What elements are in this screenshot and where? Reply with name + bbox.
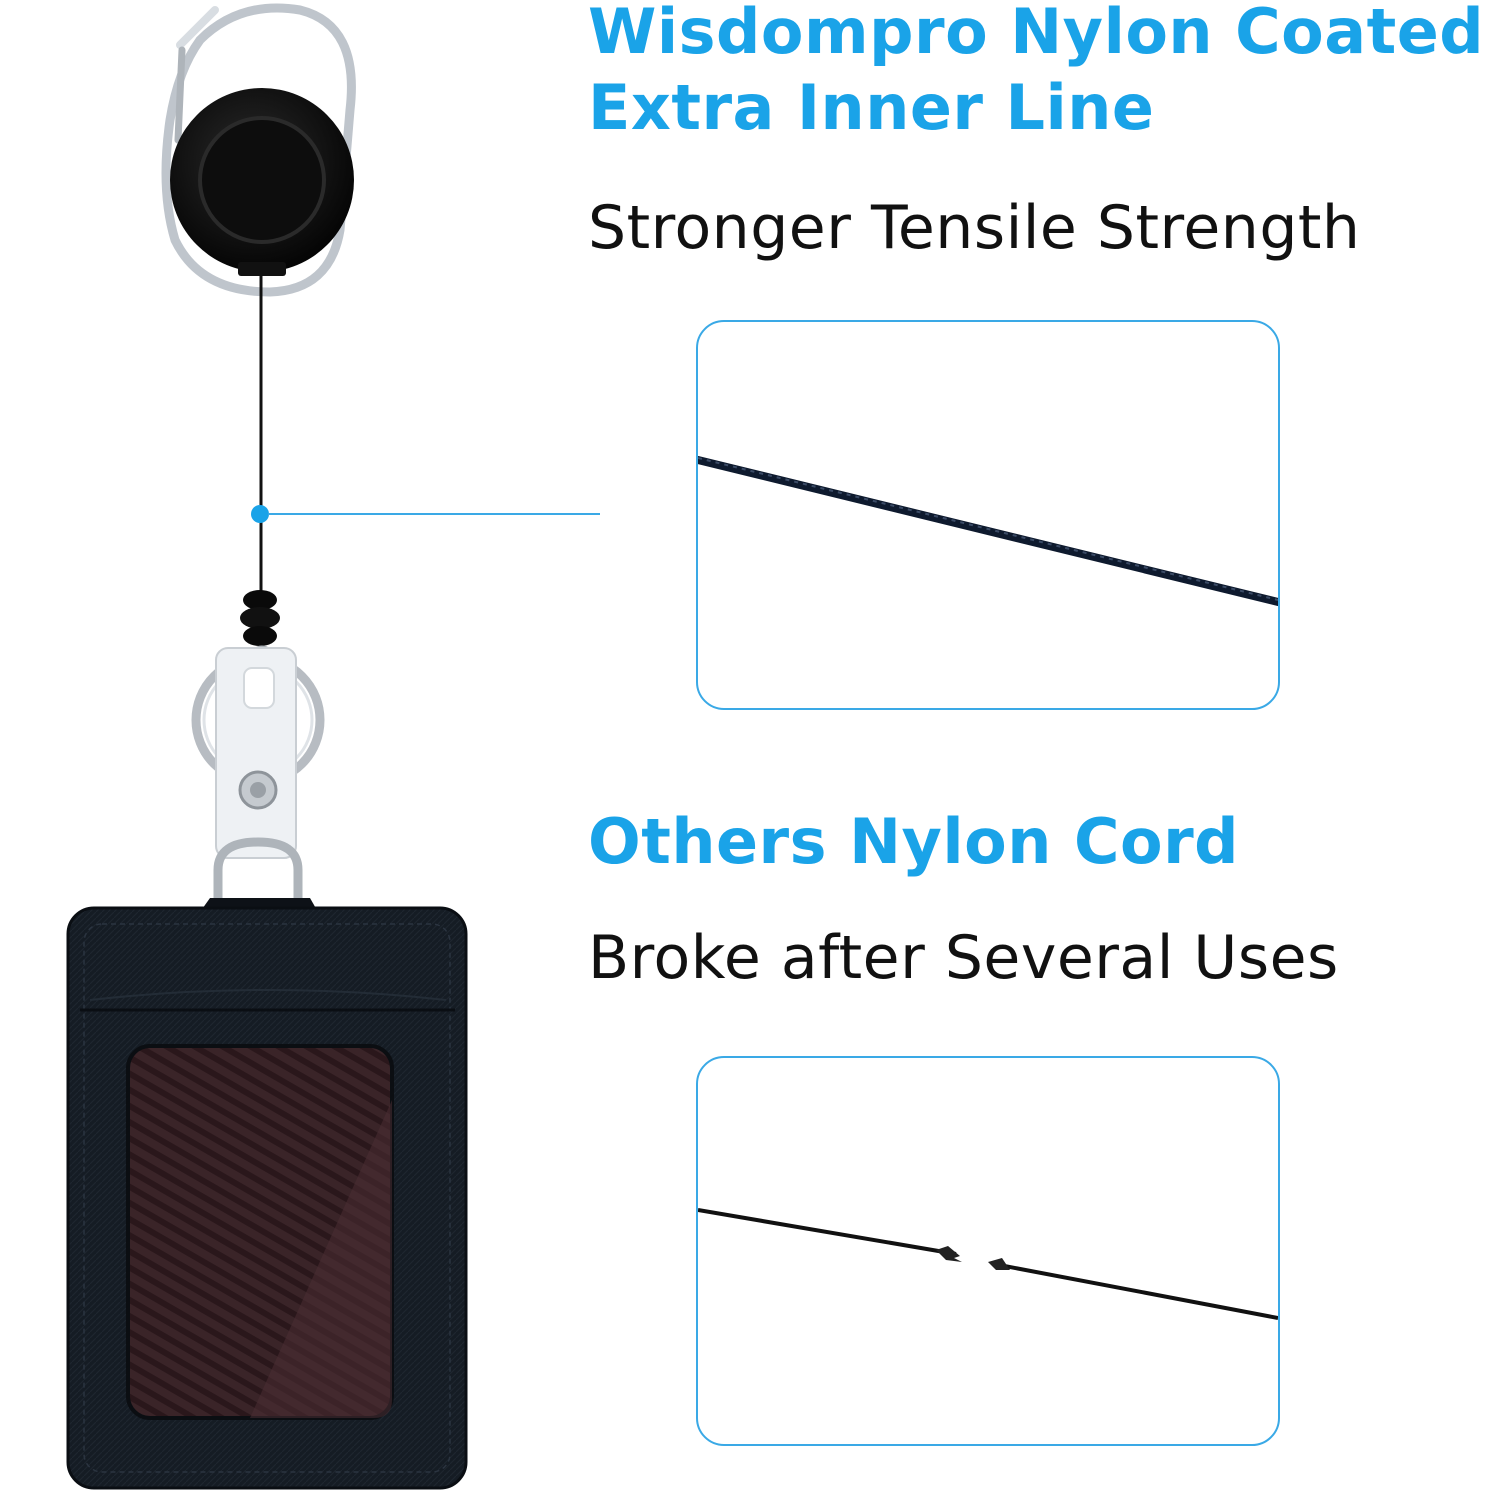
subheading-top: Stronger Tensile Strength [588, 193, 1361, 263]
product-illustration [66, 3, 600, 1490]
heading-top: Wisdompro Nylon Coated Extra Inner Line [588, 0, 1488, 146]
heading-top-line1: Wisdompro Nylon Coated [588, 0, 1485, 68]
coated-cord-closeup [698, 456, 1278, 606]
heading-bottom: Others Nylon Cord [588, 805, 1240, 878]
broken-cord-panel [696, 1056, 1280, 1446]
coated-cord-panel [696, 320, 1280, 710]
heading-top-line2: Extra Inner Line [588, 71, 1155, 144]
carabiner-reel-icon [161, 3, 600, 900]
subheading-bottom: Broke after Several Uses [588, 923, 1339, 993]
id-card-holder-icon [66, 898, 468, 1490]
broken-cord-closeup [698, 1208, 1278, 1320]
